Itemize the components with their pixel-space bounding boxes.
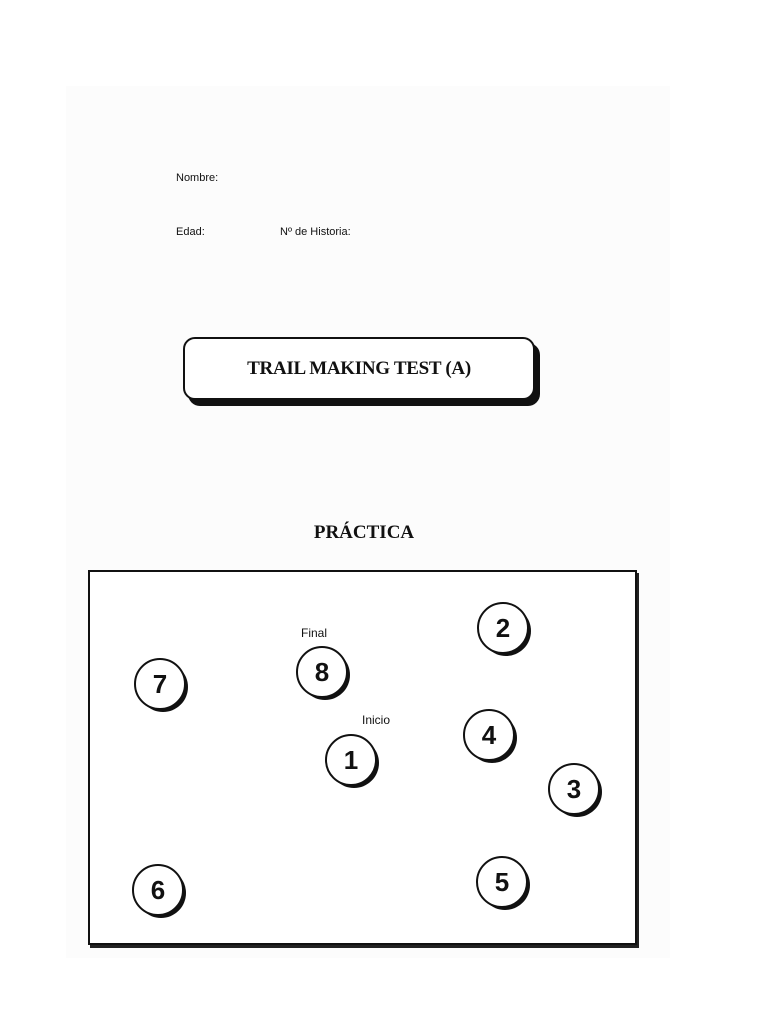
start-marker-label: Inicio: [362, 713, 390, 727]
trail-circle-number: 6: [151, 875, 165, 905]
trail-circle-outline: [476, 856, 528, 908]
trail-circle-outline: [548, 763, 600, 815]
trail-circle-5: 5: [476, 856, 530, 910]
test-title: TRAIL MAKING TEST (A): [247, 357, 471, 379]
trail-circle-outline: [132, 864, 184, 916]
title-box: TRAIL MAKING TEST (A): [183, 337, 535, 400]
trail-circle-outline: [463, 709, 515, 761]
trail-circle-3: 3: [548, 763, 602, 817]
trail-circle-7: 7: [134, 658, 188, 712]
trail-circle-number: 2: [496, 613, 510, 643]
trail-circle-outline: [325, 734, 377, 786]
trail-circle-number: 5: [495, 867, 509, 897]
section-title: PRÁCTICA: [313, 522, 415, 543]
trail-circle-2: 2: [477, 602, 531, 656]
trail-circle-number: 4: [482, 720, 497, 750]
trail-circle-8: 8: [296, 646, 350, 700]
end-marker-label: Final: [301, 626, 327, 640]
trail-circle-number: 8: [315, 657, 329, 687]
trail-circle-outline: [134, 658, 186, 710]
age-field-label: Edad:: [176, 226, 205, 238]
trail-circle-outline: [477, 602, 529, 654]
trail-circle-1: 1: [325, 734, 379, 788]
trail-circle-4: 4: [463, 709, 517, 763]
trail-circle-number: 1: [344, 745, 358, 775]
name-field-label: Nombre:: [176, 172, 219, 184]
trail-circle-outline: [296, 646, 348, 698]
trail-circle-number: 3: [567, 774, 581, 804]
history-number-label: Nº de Historia:: [280, 226, 351, 238]
trail-circle-number: 7: [153, 669, 167, 699]
trail-circle-6: 6: [132, 864, 186, 918]
